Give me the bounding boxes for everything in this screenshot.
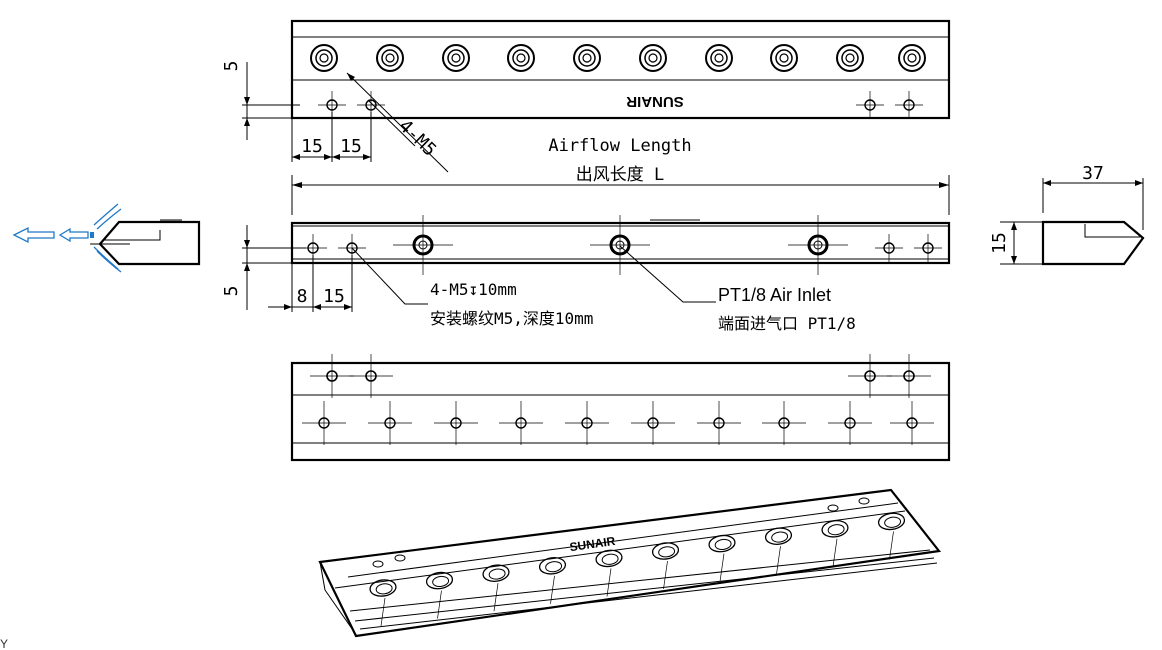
- top-view: SUNAIR: [290, 19, 951, 120]
- iso-counterbore-hole-icon: [482, 564, 510, 582]
- nozzle-hole-icon: [450, 417, 462, 429]
- air-inlet-cn-label: 端面进气口 PT1/8: [718, 314, 856, 333]
- mount-hole-icon: [346, 242, 358, 254]
- isometric-view: SUNAIR: [318, 488, 942, 638]
- mount-hole-icon: [365, 99, 377, 111]
- mount-hole-icon: [365, 370, 377, 382]
- sunair-logo-iso: SUNAIR: [569, 534, 617, 554]
- iso-mount-hole-icon: [858, 497, 870, 505]
- airflow-arrow-small-icon: [58, 227, 89, 243]
- mount-hole-icon: [864, 370, 876, 382]
- iso-counterbore-hole-icon: [425, 571, 454, 590]
- counterbore-hole-icon: [898, 44, 926, 72]
- front-dim-15-label: 15: [323, 286, 345, 307]
- side-dim-15-label: 15: [989, 232, 1010, 254]
- airflow-arrows: [12, 203, 122, 273]
- callout-4-m5: 4-M5: [395, 115, 441, 160]
- counterbore-hole-icon: [573, 44, 601, 72]
- mount-hole-icon: [864, 99, 876, 111]
- side-dim-37-label: 37: [1082, 163, 1104, 184]
- mount-thread-cn-label: 安装螺纹M5,深度10mm: [430, 309, 593, 328]
- counterbore-hole-icon: [310, 44, 338, 72]
- front-view: [160, 215, 951, 275]
- mount-hole-icon: [307, 242, 319, 254]
- counterbore-hole-icon: [507, 44, 535, 72]
- bottom-holes: [302, 354, 934, 445]
- nozzle-hole-icon: [647, 417, 659, 429]
- counterbore-hole-icon: [376, 44, 404, 72]
- mount-hole-icon: [326, 99, 338, 111]
- iso-counterbore-hole-icon: [821, 520, 849, 538]
- mount-thread-label: 4-M5↧10mm: [430, 280, 517, 299]
- nozzle-hole-icon: [318, 417, 330, 429]
- nozzle-hole-icon: [384, 417, 396, 429]
- iso-mount-hole-icon: [827, 504, 839, 512]
- top-dim-15b-label: 15: [340, 136, 362, 157]
- nozzle-hole-icon: [778, 417, 790, 429]
- top-view-dimensions: 5 15 15 4-M5: [221, 61, 449, 173]
- airflow-length-cn-label: 出风长度 L: [576, 165, 664, 185]
- right-side-profile: 37 15: [989, 163, 1145, 266]
- top-counterbore-holes: [310, 44, 926, 72]
- front-dim-8-label: 8: [297, 286, 308, 307]
- mount-hole-icon: [903, 370, 915, 382]
- airflow-length-label: Airflow Length: [548, 136, 691, 156]
- counterbore-hole-icon: [836, 44, 864, 72]
- iso-counterbore-hole-icon: [708, 534, 736, 553]
- nozzle-hole-icon: [515, 417, 527, 429]
- nozzle-hole-icon: [581, 417, 593, 429]
- air-inlet-hole-icon: [609, 234, 631, 256]
- iso-mount-hole-icon: [394, 554, 406, 562]
- top-mount-holes: [318, 91, 923, 119]
- mount-hole-icon: [903, 99, 915, 111]
- front-dim-5-label: 5: [221, 286, 242, 297]
- nozzle-hole-icon: [844, 417, 856, 429]
- leaders: 4-M5↧10mm 安装螺纹M5,深度10mm PT1/8 Air Inlet …: [351, 245, 856, 333]
- air-inlet-hole-icon: [412, 234, 434, 256]
- nozzle-hole-icon: [906, 417, 918, 429]
- counterbore-hole-icon: [442, 44, 470, 72]
- iso-counterbore-hole-icon: [369, 579, 397, 597]
- iso-counterbore-hole-icon: [595, 549, 623, 568]
- top-dim-5-label: 5: [221, 61, 242, 72]
- top-dim-15a-label: 15: [301, 136, 323, 157]
- mount-hole-icon: [883, 242, 895, 254]
- bottom-view: [290, 354, 951, 462]
- front-view-dimensions: 5 8 15: [221, 225, 353, 312]
- iso-mount-hole-icon: [372, 560, 384, 568]
- front-holes: [299, 215, 942, 275]
- counterbore-hole-icon: [705, 44, 733, 72]
- air-inlet-label: PT1/8 Air Inlet: [718, 285, 831, 305]
- iso-counterbore-hole-icon: [764, 527, 793, 545]
- air-inlet-hole-icon: [807, 234, 829, 256]
- airflow-length-dimension: Airflow Length 出风长度 L: [291, 136, 950, 215]
- iso-counterbore-hole-icon: [651, 542, 680, 560]
- isometric-holes: [369, 497, 906, 627]
- nozzle-hole-icon: [713, 417, 725, 429]
- left-side-profile: [12, 203, 201, 273]
- iso-counterbore-hole-icon: [538, 557, 567, 575]
- airflow-arrow-icon: [12, 226, 55, 244]
- corner-mark: Y: [0, 637, 8, 650]
- mount-hole-icon: [326, 370, 338, 382]
- counterbore-hole-icon: [639, 44, 667, 72]
- counterbore-hole-icon: [770, 44, 798, 72]
- sunair-logo-text: SUNAIR: [626, 93, 684, 110]
- iso-counterbore-hole-icon: [877, 512, 906, 531]
- mount-hole-icon: [922, 242, 934, 254]
